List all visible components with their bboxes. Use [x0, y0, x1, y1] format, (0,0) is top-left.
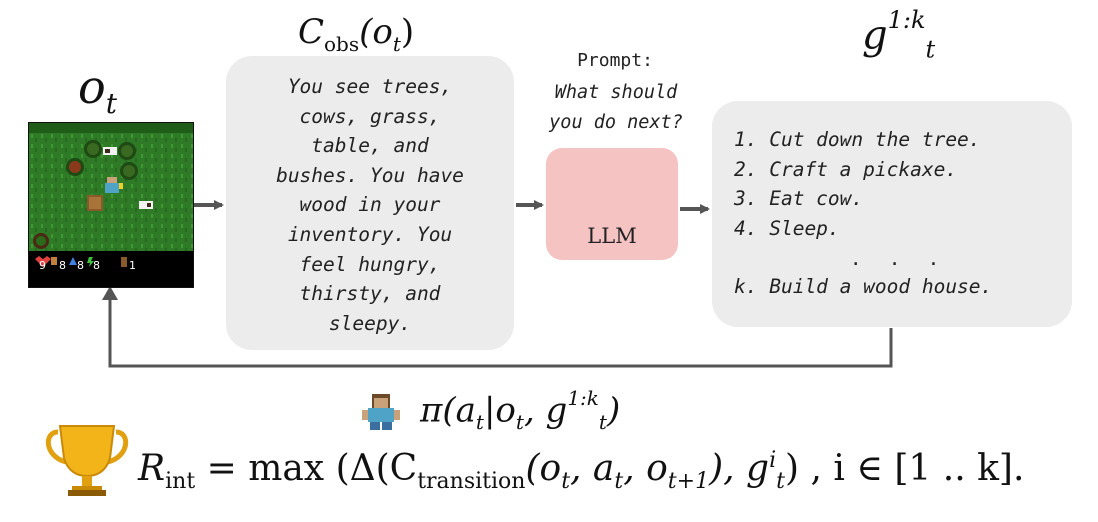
wood-icon — [121, 257, 127, 267]
game-scene: 9 8 8 8 1 — [29, 123, 193, 287]
trophy-icon — [48, 426, 125, 496]
captioner-label: Cobs(ot) — [298, 12, 414, 56]
llm-label: LLM — [546, 224, 678, 248]
hud-food: 8 — [59, 259, 66, 272]
tree-icon — [118, 142, 136, 160]
food-icon — [51, 257, 57, 265]
bush-icon — [33, 233, 49, 249]
hud-energy: 8 — [93, 259, 100, 272]
goal-ellipsis: . . . — [850, 248, 947, 270]
tree-icon — [84, 140, 102, 158]
table-icon — [87, 195, 103, 211]
goal-item-last: k. Build a wood house. — [734, 275, 992, 298]
goals-label: g1:kt — [862, 12, 935, 63]
game-frame: 9 8 8 8 1 — [28, 122, 194, 288]
prompt-text: What should you do next? — [522, 78, 710, 138]
hud-drink: 8 — [77, 259, 84, 272]
hud-wood: 1 — [129, 259, 136, 272]
hud-health: 9 — [39, 259, 46, 272]
tree-icon — [120, 162, 138, 180]
reward-formula: Rint = max (Δ(Ctransition(ot, at, ot+1),… — [138, 448, 1024, 494]
policy-formula: π(at|ot, g1:kt) — [420, 390, 620, 434]
prompt-title: Prompt: — [540, 50, 690, 71]
goal-item: 2. Craft a pickaxe. — [734, 158, 957, 181]
agent-icon — [362, 394, 400, 430]
goal-item: 3. Eat cow. — [734, 187, 863, 210]
observation-caption-text: You see trees, cows, grass, table, and b… — [250, 72, 490, 338]
goal-item: 1. Cut down the tree. — [734, 128, 981, 151]
cow-icon — [139, 201, 153, 209]
tree-icon — [66, 158, 84, 176]
goal-item: 4. Sleep. — [734, 217, 840, 240]
observation-label: ot — [78, 60, 117, 120]
cow-icon — [103, 147, 117, 155]
